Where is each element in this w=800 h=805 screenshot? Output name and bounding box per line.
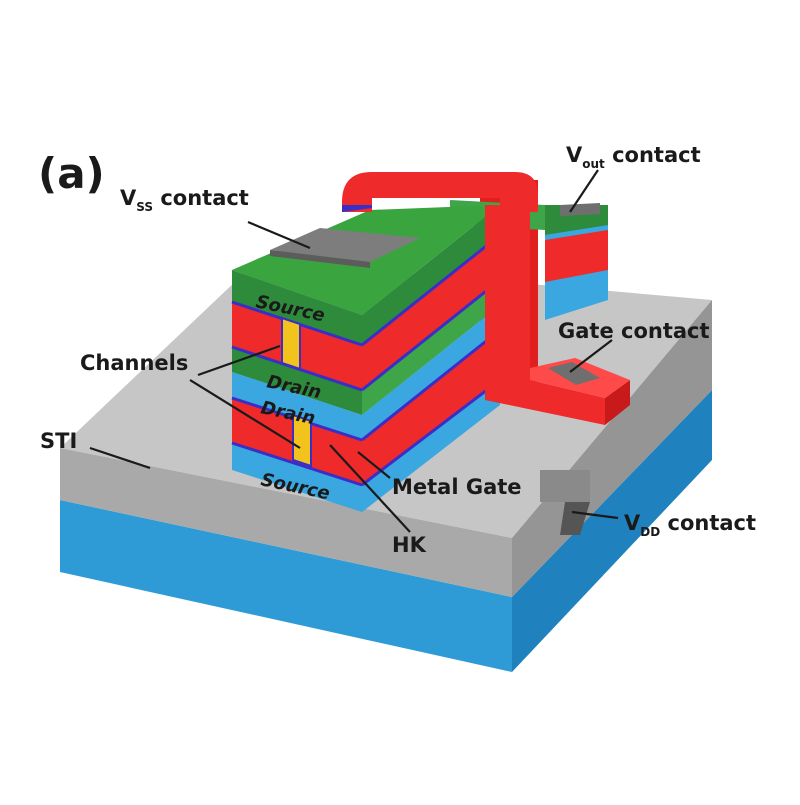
hk-line-2 [361,278,501,392]
gate-arch-top [342,172,538,212]
gate-arch-front [342,172,630,425]
label-vdd-rest: contact [660,511,756,535]
side-green-drain [362,280,500,415]
vout-contact-pad [560,203,600,216]
front-drain-top [232,347,362,415]
hk-line-1 [361,233,501,347]
hk-front-4 [231,441,363,487]
front-source-bottom [232,443,362,512]
label-vdd-sub: DD [640,525,660,539]
side-red-lower [362,330,500,485]
label-vss-rest: contact [153,186,249,210]
label-vss-sub: SS [136,200,153,214]
lead-vout [569,169,599,213]
hk-line-3 [361,328,501,442]
label-vout-main: V [566,143,583,167]
label-vss-contact: VSS contact [120,186,249,214]
lead-vdd [571,510,619,520]
panel-label: (a) [38,149,105,198]
lead-gate [569,339,613,373]
vdd-contact-via [540,470,590,502]
gate-arch-hk [342,205,372,212]
front-drain-bottom [232,372,362,440]
gate-contact-pad [548,362,600,385]
vss-contact-edge [270,250,370,268]
substrate-side [512,390,712,672]
vdd-contact-slot [560,502,590,535]
sti-front [60,448,512,597]
leader-lines [89,169,619,533]
hk-line-4 [361,378,501,487]
fin-stack-side [361,205,501,512]
label-vout-rest: contact [605,143,701,167]
substrate [60,390,712,672]
lead-sti [89,446,151,470]
vdd-contact [540,470,590,535]
lead-hk [329,444,411,533]
label-gate-contact: Gate contact [558,319,710,343]
label-vout-sub: out [582,157,605,171]
label-hk: HK [392,533,427,557]
lead-channel-2 [189,379,301,449]
side-blue-source [362,380,500,512]
lead-metal-gate [357,451,391,479]
lead-channel-1 [197,344,281,377]
gate-foot-side [605,380,630,425]
lead-vss [247,220,311,250]
side-red-upper [362,235,500,390]
channel-lower [292,413,312,468]
label-vdd-main: V [624,511,641,535]
front-source-top [232,270,362,345]
back-fin-side-red [545,230,608,282]
label-vss-main: V [120,186,137,210]
side-blue-drain [362,305,500,440]
label-sti: STI [40,429,77,453]
channel-upper [281,316,301,371]
label-vdd-contact: VDD contact [624,511,756,539]
label-channels: Channels [80,351,188,375]
substrate-front [60,500,512,672]
label-vout-contact: Vout contact [566,143,701,171]
side-green-top [362,205,500,345]
label-metal-gate: Metal Gate [392,475,522,499]
vss-contact-pad [270,228,420,262]
fin-stack-top [232,205,500,315]
fin-stack-front [231,270,363,512]
gate-arch-leg [485,205,605,425]
